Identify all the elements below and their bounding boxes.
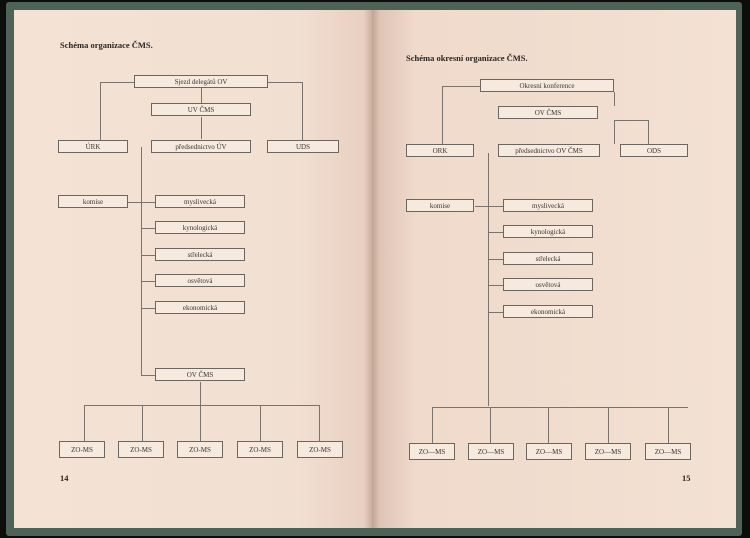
book-gutter (364, 10, 380, 528)
box-commission: osvětová (503, 278, 593, 291)
left-page-title: Schéma organizace ČMS. (60, 40, 153, 50)
box-district-conference: Okresní konference (480, 79, 614, 92)
box-ork: ORK (406, 144, 474, 157)
box-commissions: komise (58, 195, 128, 208)
box-commission: osvětová (155, 274, 245, 287)
box-presidium: předsednictvo ÚV (151, 140, 251, 153)
right-page-title: Schéma okresní organizace ČMS. (406, 53, 528, 63)
box-urk: ÚRK (58, 140, 128, 153)
box-local-org: ZO—MS (526, 443, 572, 460)
box-local-org: ZO-MS (118, 441, 164, 458)
box-district-presidium: předsednictvo OV ČMS (498, 144, 600, 157)
box-commission: myslivecká (155, 195, 245, 208)
box-uds: UDS (267, 140, 339, 153)
box-district-committee: OV ČMS (155, 368, 245, 381)
box-local-org: ZO-MS (297, 441, 343, 458)
box-ods: ODS (620, 144, 688, 157)
page-number-right: 15 (682, 473, 691, 483)
box-commissions: komise (406, 199, 474, 212)
box-commission: střelecká (155, 248, 245, 261)
box-local-org: ZO—MS (409, 443, 455, 460)
box-congress: Sjezd delegátů OV (134, 75, 268, 88)
box-commission: ekonomická (503, 305, 593, 318)
box-local-org: ZO—MS (468, 443, 514, 460)
right-page: Schéma okresní organizace ČMS. Okresní k… (372, 10, 736, 528)
box-local-org: ZO—MS (585, 443, 631, 460)
left-page: Schéma organizace ČMS. Sjezd delegátů OV… (14, 10, 372, 528)
box-local-org: ZO-MS (59, 441, 105, 458)
box-commission: kynologická (155, 221, 245, 234)
box-commission: myslivecká (503, 199, 593, 212)
box-commission: střelecká (503, 252, 593, 265)
box-central-committee: UV ČMS (151, 103, 251, 116)
box-commission: kynologická (503, 225, 593, 238)
box-local-org: ZO—MS (645, 443, 691, 460)
box-local-org: ZO-MS (237, 441, 283, 458)
box-commission: ekonomická (155, 301, 245, 314)
box-local-org: ZO-MS (177, 441, 223, 458)
page-number-left: 14 (60, 473, 69, 483)
box-district-committee: OV ČMS (498, 106, 598, 119)
